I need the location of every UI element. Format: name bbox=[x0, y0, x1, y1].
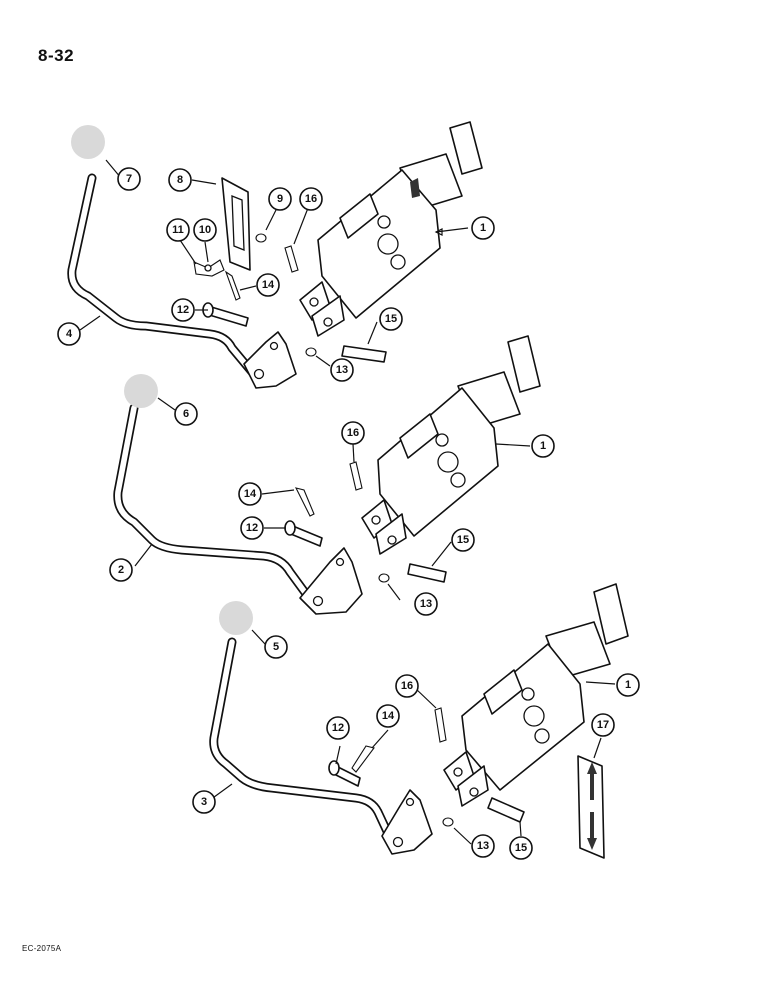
figure-code: EC-2075A bbox=[22, 944, 62, 953]
svg-text:9: 9 bbox=[277, 193, 283, 205]
callout-bottom-17: 17 bbox=[591, 713, 615, 737]
svg-text:4: 4 bbox=[66, 328, 73, 340]
pin-top-15 bbox=[341, 345, 387, 363]
callout-top-11: 11 bbox=[166, 218, 190, 242]
callout-middle-16: 16 bbox=[341, 421, 365, 445]
assembly-middle bbox=[113, 335, 541, 615]
control-valve-middle bbox=[361, 335, 541, 555]
callout-top-14: 14 bbox=[256, 273, 280, 297]
cotter-pin-bottom bbox=[351, 745, 375, 773]
callout-top-10: 10 bbox=[193, 218, 217, 242]
wing-nut-top bbox=[193, 259, 225, 277]
svg-text:13: 13 bbox=[420, 598, 432, 610]
roll-pin-top bbox=[284, 245, 299, 273]
roll-pin-bottom bbox=[434, 707, 447, 743]
svg-text:7: 7 bbox=[126, 173, 132, 185]
washer-top-13 bbox=[305, 347, 317, 357]
callouts-top: 1 7 8 9 16 11 10 14 12 15 4 13 bbox=[57, 167, 495, 382]
svg-text:14: 14 bbox=[244, 488, 257, 500]
svg-text:14: 14 bbox=[262, 279, 275, 291]
callout-top-12: 12 bbox=[171, 298, 195, 322]
callout-middle-15: 15 bbox=[451, 528, 475, 552]
svg-text:5: 5 bbox=[273, 641, 279, 653]
assembly-top bbox=[67, 121, 483, 389]
callout-top-13: 13 bbox=[330, 358, 354, 382]
callout-middle-13: 13 bbox=[414, 592, 438, 616]
cotter-pin-middle bbox=[294, 487, 315, 517]
knob-bottom bbox=[219, 601, 253, 635]
svg-text:3: 3 bbox=[201, 796, 207, 808]
washer-bottom-13 bbox=[442, 817, 454, 827]
callout-bottom-5: 5 bbox=[264, 635, 288, 659]
control-lever-bottom bbox=[209, 637, 433, 855]
svg-text:15: 15 bbox=[385, 313, 397, 325]
callout-top-15: 15 bbox=[379, 307, 403, 331]
svg-text:1: 1 bbox=[625, 679, 631, 691]
svg-text:12: 12 bbox=[177, 304, 189, 316]
callout-top-8: 8 bbox=[168, 168, 192, 192]
svg-text:13: 13 bbox=[336, 364, 348, 376]
svg-text:15: 15 bbox=[515, 842, 527, 854]
washer-middle-13 bbox=[378, 573, 390, 583]
callout-middle-2: 2 bbox=[109, 558, 133, 582]
callout-middle-6: 6 bbox=[174, 402, 198, 426]
callout-bottom-14: 14 bbox=[376, 704, 400, 728]
knob-top bbox=[71, 125, 105, 159]
callout-bottom-15: 15 bbox=[509, 836, 533, 860]
leader-lines bbox=[79, 159, 616, 845]
callout-middle-12: 12 bbox=[240, 516, 264, 540]
control-lever-top bbox=[67, 173, 297, 389]
knob-middle bbox=[124, 374, 158, 408]
control-lever-middle bbox=[113, 403, 363, 615]
svg-text:14: 14 bbox=[382, 710, 395, 722]
control-valve-bottom bbox=[443, 583, 629, 807]
callout-middle-14: 14 bbox=[238, 482, 262, 506]
callout-bottom-16: 16 bbox=[395, 674, 419, 698]
callout-bottom-13: 13 bbox=[471, 834, 495, 858]
svg-text:16: 16 bbox=[305, 193, 317, 205]
svg-text:17: 17 bbox=[597, 719, 609, 731]
clevis-pin-top bbox=[202, 302, 249, 327]
svg-text:6: 6 bbox=[183, 408, 189, 420]
svg-text:11: 11 bbox=[172, 224, 184, 236]
assembly-bottom bbox=[209, 583, 629, 859]
callout-top-7: 7 bbox=[117, 167, 141, 191]
svg-text:10: 10 bbox=[199, 224, 211, 236]
control-valve-top bbox=[299, 121, 483, 337]
svg-text:1: 1 bbox=[540, 440, 546, 452]
callout-top-1: 1 bbox=[471, 216, 495, 240]
callout-bottom-1: 1 bbox=[616, 673, 640, 697]
cotter-pin-top bbox=[224, 270, 241, 301]
clevis-pin-middle bbox=[284, 520, 323, 547]
pin-middle-15 bbox=[407, 563, 447, 583]
svg-text:12: 12 bbox=[246, 522, 258, 534]
svg-text:16: 16 bbox=[347, 427, 359, 439]
svg-text:1: 1 bbox=[480, 222, 486, 234]
svg-text:2: 2 bbox=[118, 564, 124, 576]
callouts-bottom: 5 1 16 14 12 17 3 13 15 bbox=[192, 635, 640, 860]
svg-text:15: 15 bbox=[457, 534, 469, 546]
callout-bottom-3: 3 bbox=[192, 790, 216, 814]
callout-bottom-12: 12 bbox=[326, 716, 350, 740]
roll-pin-middle bbox=[349, 461, 363, 491]
svg-text:12: 12 bbox=[332, 722, 344, 734]
callout-top-16: 16 bbox=[299, 187, 323, 211]
callouts-middle: 6 16 1 14 12 15 2 13 bbox=[109, 402, 555, 616]
page-number: 8-32 bbox=[38, 46, 75, 65]
callout-top-9: 9 bbox=[268, 187, 292, 211]
washer-top-9 bbox=[255, 233, 267, 243]
svg-text:8: 8 bbox=[177, 174, 183, 186]
callout-middle-1: 1 bbox=[531, 434, 555, 458]
callout-top-4: 4 bbox=[57, 322, 81, 346]
svg-text:13: 13 bbox=[477, 840, 489, 852]
clevis-pin-bottom bbox=[328, 760, 361, 787]
pin-bottom-15 bbox=[487, 797, 525, 823]
decal-17 bbox=[577, 755, 605, 859]
svg-text:16: 16 bbox=[401, 680, 413, 692]
